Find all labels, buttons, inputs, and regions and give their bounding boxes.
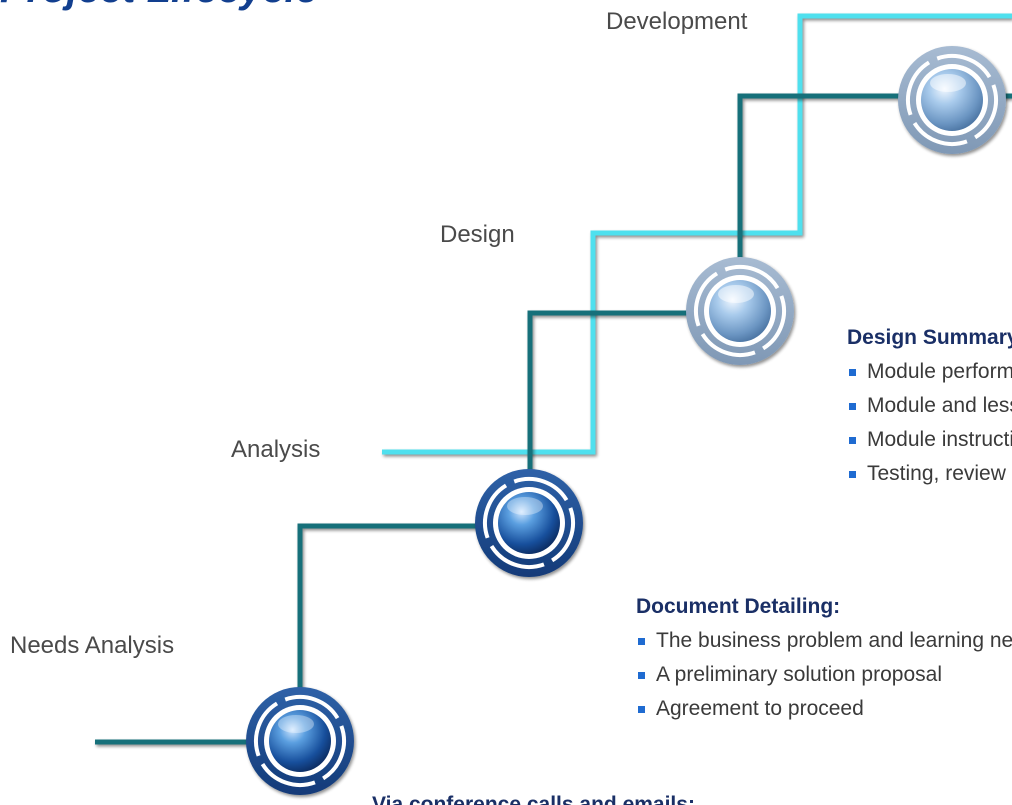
square-bullet-icon	[849, 369, 856, 376]
document-detailing-heading: Document Detailing:	[636, 595, 841, 618]
list-item: The business problem and learning needs	[636, 628, 1012, 654]
stage-label-analysis: Analysis	[231, 436, 321, 463]
list-item-text: A preliminary solution proposal	[656, 663, 942, 686]
stage-label-development: Development	[606, 8, 748, 35]
square-bullet-icon	[849, 403, 856, 410]
stage-label-design: Design	[440, 221, 515, 248]
list-item: Module performance objectives	[847, 359, 1012, 385]
list-item-text: Module and lesson structure	[867, 394, 1012, 417]
list-item: Module and lesson structure	[847, 393, 1012, 419]
conference-heading: Via conference calls and emails:	[372, 793, 695, 805]
node-development-icon	[898, 46, 1006, 154]
square-bullet-icon	[638, 638, 645, 645]
document-detailing-list: The business problem and learning needs …	[636, 628, 1012, 722]
list-item: A preliminary solution proposal	[636, 662, 1012, 688]
design-summary-list: Module performance objectives Module and…	[847, 359, 1012, 487]
square-bullet-icon	[638, 672, 645, 679]
square-bullet-icon	[638, 706, 645, 713]
list-item-text: Module performance objectives	[867, 360, 1012, 383]
list-item-text: Testing, review and sign-off	[867, 462, 1012, 485]
square-bullet-icon	[849, 471, 856, 478]
list-item-text: Module instructional strategies	[867, 428, 1012, 451]
node-needs-analysis-icon	[246, 687, 354, 795]
list-item-text: Agreement to proceed	[656, 697, 864, 720]
design-summary-heading: Design Summary:	[847, 326, 1012, 349]
document-detailing-section: Document Detailing: The business problem…	[636, 594, 1012, 730]
list-item: Module instructional strategies	[847, 427, 1012, 453]
slide-title: Project Lifecycle	[0, 0, 390, 17]
node-design-icon	[686, 257, 794, 365]
stage-label-needs-analysis: Needs Analysis	[10, 632, 175, 659]
square-bullet-icon	[849, 437, 856, 444]
list-item-text: The business problem and learning needs	[656, 629, 1012, 652]
list-item: Agreement to proceed	[636, 696, 1012, 722]
list-item: Testing, review and sign-off	[847, 461, 1012, 487]
node-analysis-icon	[475, 469, 583, 577]
cyan-step-line	[382, 13, 1012, 455]
design-summary-section: Design Summary: Module performance objec…	[847, 325, 1012, 495]
